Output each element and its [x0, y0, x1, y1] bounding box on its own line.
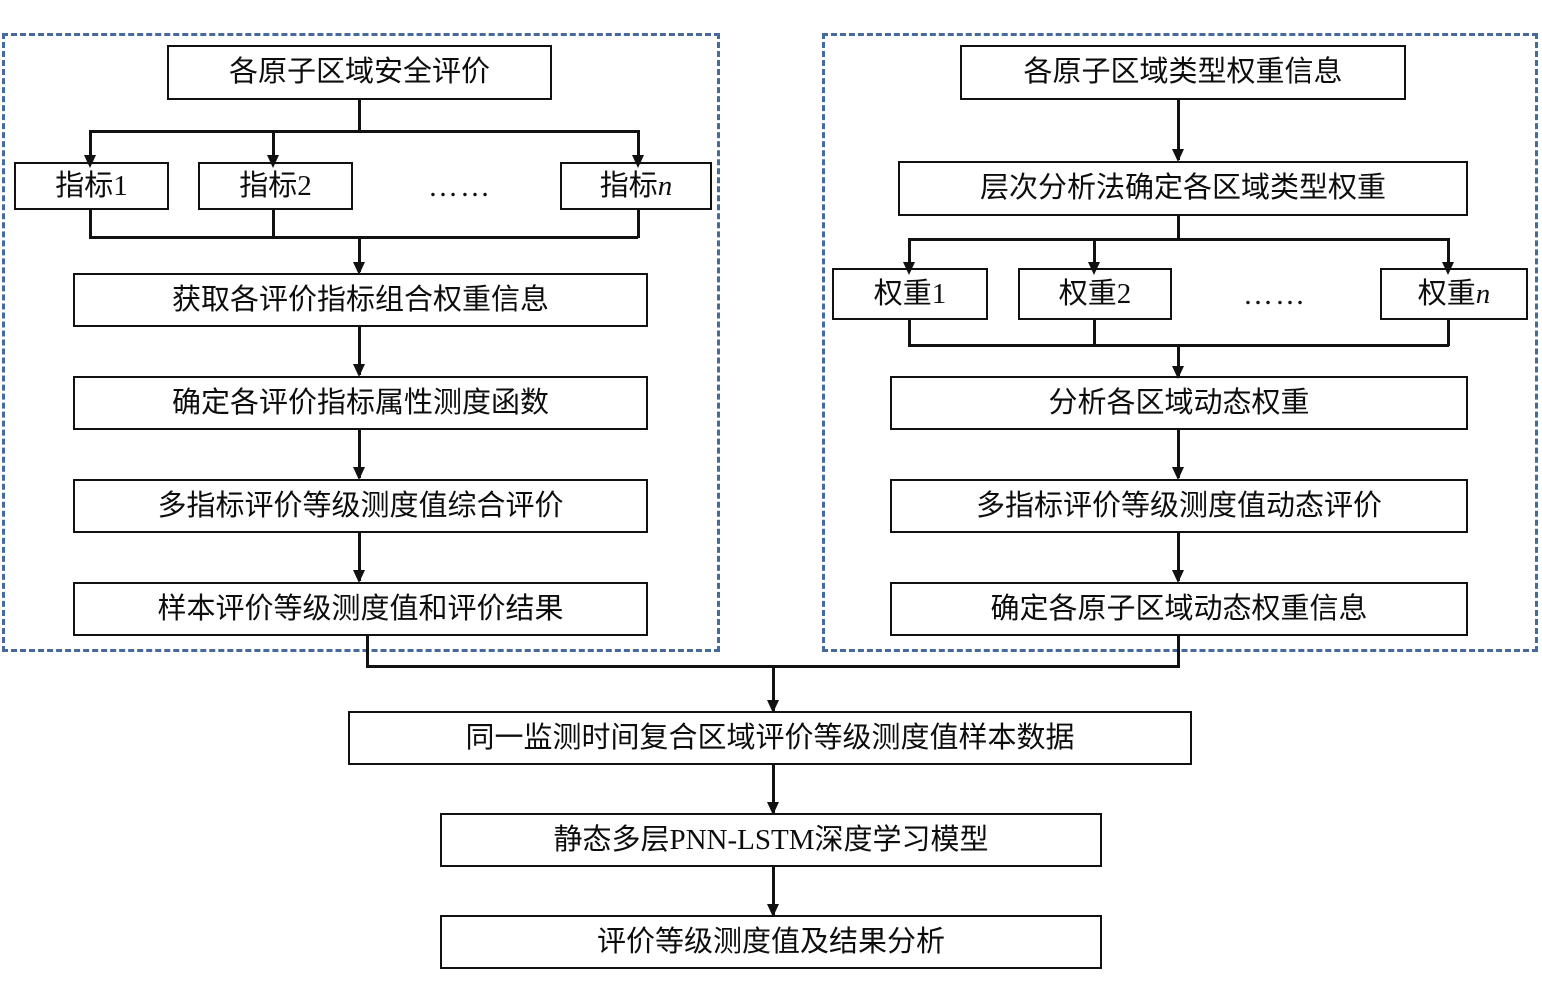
arrowhead-right-weight1	[903, 262, 915, 275]
arrowhead-right-method	[1172, 149, 1184, 162]
connector-right-merge-down	[1177, 344, 1180, 376]
node-right-step-1[interactable]: 分析各区域动态权重	[890, 376, 1468, 430]
node-sample-data-label: 同一监测时间复合区域评价等级测度值样本数据	[465, 721, 1075, 754]
node-right-step-1-label: 分析各区域动态权重	[1048, 386, 1310, 419]
connector-left-fan-to-index1	[89, 130, 92, 162]
node-index-2-label: 指标2	[239, 169, 312, 202]
connector-indexn-down	[637, 210, 640, 238]
node-weight-n-label: 权重n	[1417, 277, 1491, 310]
connector-weightn-down	[1447, 320, 1450, 346]
node-left-step-2-label: 确定各评价指标属性测度函数	[171, 386, 549, 419]
arrowhead-left-step3	[353, 467, 365, 480]
node-weight-2[interactable]: 权重2	[1018, 268, 1172, 320]
node-right-step-2[interactable]: 多指标评价等级测度值动态评价	[890, 479, 1468, 533]
arrowhead-model	[767, 802, 779, 815]
arrowhead-left-index1	[84, 155, 96, 168]
connector-right-panel-out	[1177, 636, 1180, 668]
connector-left-fan-bar	[89, 130, 638, 133]
connector-right-step2-step3	[1177, 533, 1180, 581]
node-right-step-3-label: 确定各原子区域动态权重信息	[990, 592, 1368, 625]
connector-left-merge-bar	[89, 236, 638, 239]
ellipsis-right-weights: ……	[1243, 278, 1307, 311]
node-index-2[interactable]: 指标2	[198, 162, 353, 210]
node-right-step-2-label: 多指标评价等级测度值动态评价	[975, 489, 1382, 522]
node-right-root[interactable]: 各原子区域类型权重信息	[960, 45, 1406, 100]
node-index-n[interactable]: 指标n	[560, 162, 712, 210]
node-index-1[interactable]: 指标1	[14, 162, 169, 210]
node-left-root[interactable]: 各原子区域安全评价	[167, 45, 552, 100]
arrowhead-left-index2	[267, 155, 279, 168]
connector-right-fan-to-weightn	[1447, 238, 1450, 268]
connector-right-fan-to-weight1	[908, 238, 911, 268]
connector-weight1-down	[908, 320, 911, 346]
arrowhead-left-step4	[353, 570, 365, 583]
connector-left-step1-step2	[358, 327, 361, 375]
node-right-step-3[interactable]: 确定各原子区域动态权重信息	[890, 582, 1468, 636]
node-right-root-label: 各原子区域类型权重信息	[1023, 56, 1343, 89]
connector-left-panel-out	[366, 636, 369, 668]
arrowhead-right-step2	[1172, 467, 1184, 480]
arrowhead-left-indexn	[632, 155, 644, 168]
connector-weight2-down	[1093, 320, 1096, 346]
connector-left-fan-to-index2	[272, 130, 275, 162]
connector-left-step2-step3	[358, 430, 361, 478]
arrowhead-right-weight2	[1088, 262, 1100, 275]
arrowhead-sample-data	[767, 700, 779, 713]
left-dashed-panel	[2, 33, 720, 652]
node-left-root-label: 各原子区域安全评价	[228, 56, 490, 89]
arrowhead-result	[767, 904, 779, 917]
connector-sample-to-model	[772, 765, 775, 813]
arrowhead-right-weightn	[1442, 262, 1454, 275]
arrowhead-left-step1	[353, 262, 365, 275]
arrowhead-right-step3	[1172, 570, 1184, 583]
node-result[interactable]: 评价等级测度值及结果分析	[440, 915, 1102, 969]
arrowhead-right-step1	[1172, 366, 1184, 379]
connector-right-step1-step2	[1177, 430, 1180, 478]
node-left-step-4[interactable]: 样本评价等级测度值和评价结果	[73, 582, 648, 636]
node-left-step-2[interactable]: 确定各评价指标属性测度函数	[73, 376, 648, 430]
connector-model-to-result	[772, 867, 775, 915]
connector-right-root-method	[1177, 100, 1180, 160]
connector-left-merge-down	[358, 236, 361, 272]
ellipsis-left-indices: ……	[428, 170, 492, 203]
node-weight-1[interactable]: 权重1	[832, 268, 988, 320]
node-right-method-label: 层次分析法确定各区域类型权重	[979, 172, 1386, 205]
node-left-step-4-label: 样本评价等级测度值和评价结果	[157, 592, 564, 625]
node-model-label: 静态多层PNN-LSTM深度学习模型	[553, 823, 989, 856]
node-left-step-3-label: 多指标评价等级测度值综合评价	[157, 489, 564, 522]
connector-left-fan-to-indexn	[637, 130, 640, 162]
node-weight-2-label: 权重2	[1058, 277, 1132, 310]
node-index-1-label: 指标1	[55, 169, 128, 202]
node-left-step-3[interactable]: 多指标评价等级测度值综合评价	[73, 479, 648, 533]
node-weight-1-label: 权重1	[873, 277, 947, 310]
node-left-step-1-label: 获取各评价指标组合权重信息	[171, 283, 549, 316]
connector-bottom-merge-down	[772, 665, 775, 711]
node-result-label: 评价等级测度值及结果分析	[596, 925, 945, 958]
right-dashed-panel	[822, 33, 1538, 652]
node-left-step-1[interactable]: 获取各评价指标组合权重信息	[73, 273, 648, 327]
connector-right-fan-bar	[908, 238, 1449, 241]
connector-left-step3-step4	[358, 533, 361, 581]
connector-index1-down	[89, 210, 92, 238]
node-sample-data[interactable]: 同一监测时间复合区域评价等级测度值样本数据	[348, 711, 1192, 765]
arrowhead-left-step2	[353, 364, 365, 377]
connector-index2-down	[272, 210, 275, 238]
connector-right-fan-to-weight2	[1093, 238, 1096, 268]
node-weight-n[interactable]: 权重n	[1380, 268, 1528, 320]
node-right-method[interactable]: 层次分析法确定各区域类型权重	[898, 161, 1468, 216]
node-index-n-label: 指标n	[599, 169, 673, 202]
connector-right-method-down	[1177, 216, 1180, 240]
connector-left-root-down	[358, 100, 361, 132]
node-model[interactable]: 静态多层PNN-LSTM深度学习模型	[440, 813, 1102, 867]
